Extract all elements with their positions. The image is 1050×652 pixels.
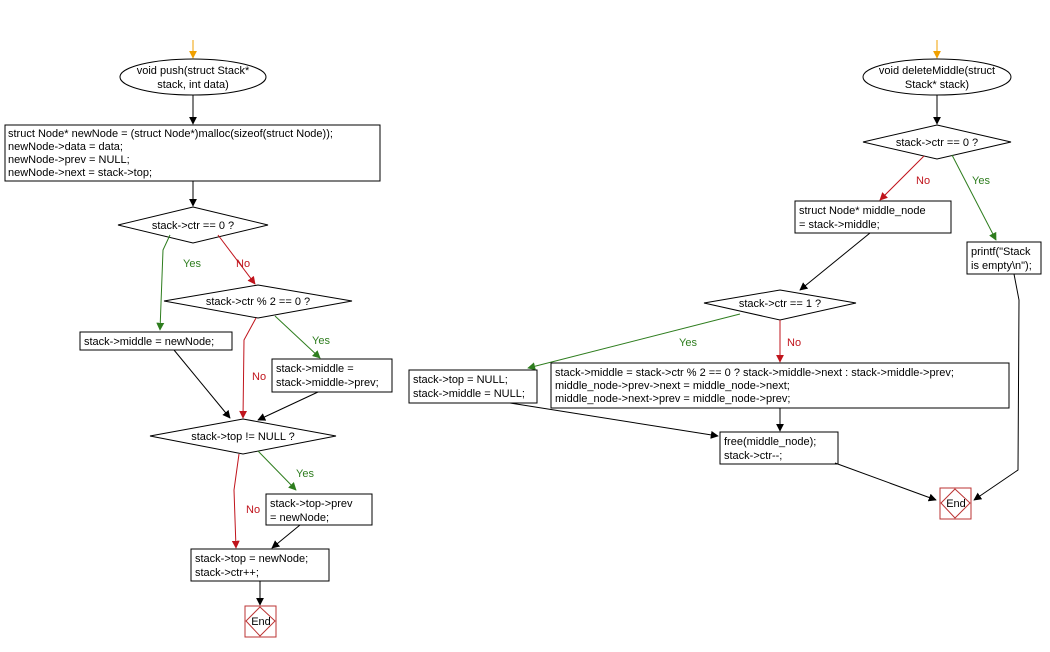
delete-middle-node-line-2: = stack->middle; bbox=[799, 219, 880, 231]
edge-reset-free bbox=[509, 402, 719, 439]
push-start-node: void push(struct Stack* stack, int data) bbox=[119, 58, 267, 96]
push-cond-top-text: stack->top != NULL ? bbox=[191, 431, 295, 443]
delete-cond-empty: stack->ctr == 0 ? bbox=[862, 124, 1012, 160]
edge-cond3-yes bbox=[257, 450, 297, 491]
delete-relink-line-2: middle_node->prev->next = middle_node->n… bbox=[555, 380, 790, 392]
push-final-box: stack->top = newNode; stack->ctr++; bbox=[190, 548, 330, 582]
edge-emptymsg-end bbox=[973, 273, 1020, 501]
delete-reset-line-2: stack->middle = NULL; bbox=[413, 388, 525, 400]
delete-empty-msg-line-1: printf("Stack bbox=[971, 246, 1031, 258]
delete-relink-box: stack->middle = stack->ctr % 2 == 0 ? st… bbox=[550, 362, 1010, 409]
label-cond2-no: No bbox=[252, 371, 266, 383]
delete-end-node: End bbox=[939, 487, 972, 520]
push-set-middle-text: stack->middle = newNode; bbox=[84, 336, 214, 348]
delete-free-line-2: stack->ctr--; bbox=[724, 450, 782, 462]
edge-setprev-final bbox=[271, 524, 301, 549]
delete-empty-msg-line-2: is empty\n"); bbox=[971, 260, 1032, 272]
delete-start-line-1: void deleteMiddle(struct bbox=[879, 65, 995, 77]
edge-cond2-no bbox=[239, 317, 257, 419]
edge-cond1-no bbox=[217, 234, 256, 285]
delete-start-node: void deleteMiddle(struct Stack* stack) bbox=[862, 58, 1012, 96]
delete-middle-node-box: struct Node* middle_node = stack->middle… bbox=[794, 200, 952, 234]
label-dcond2-no: No bbox=[787, 337, 801, 349]
edge-cond3-no bbox=[231, 453, 240, 549]
delete-end-text: End bbox=[946, 498, 966, 510]
delete-cond-single: stack->ctr == 1 ? bbox=[703, 289, 857, 321]
push-cond-empty: stack->ctr == 0 ? bbox=[117, 206, 269, 244]
label-dcond1-yes: Yes bbox=[972, 175, 990, 187]
push-start-line-2: stack, int data) bbox=[157, 79, 229, 91]
push-cond-even-text: stack->ctr % 2 == 0 ? bbox=[206, 296, 310, 308]
edge-movemiddle-cond3 bbox=[257, 391, 319, 421]
push-set-middle-box: stack->middle = newNode; bbox=[79, 331, 233, 351]
edge-dcond1-no bbox=[879, 155, 925, 201]
push-init-line-1: struct Node* newNode = (struct Node*)mal… bbox=[8, 128, 333, 140]
label-dcond1-no: No bbox=[916, 175, 930, 187]
delete-relink-line-1: stack->middle = stack->ctr % 2 == 0 ? st… bbox=[555, 367, 954, 379]
delete-reset-line-1: stack->top = NULL; bbox=[413, 374, 508, 386]
label-cond1-no: No bbox=[236, 258, 250, 270]
edge-setmiddle-cond3 bbox=[173, 349, 231, 419]
push-cond-empty-text: stack->ctr == 0 ? bbox=[152, 220, 234, 232]
push-end-node: End bbox=[244, 605, 277, 638]
push-end-text: End bbox=[251, 616, 271, 628]
edge-middlenode-cond2 bbox=[799, 232, 871, 291]
push-set-prev-line-2: = newNode; bbox=[270, 512, 329, 524]
edge-dcond1-yes bbox=[951, 154, 997, 241]
edge-free-end bbox=[834, 462, 937, 502]
delete-reset-box: stack->top = NULL; stack->middle = NULL; bbox=[408, 369, 538, 404]
push-final-line-2: stack->ctr++; bbox=[195, 567, 259, 579]
label-cond3-yes: Yes bbox=[296, 468, 314, 480]
push-set-prev-box: stack->top->prev = newNode; bbox=[265, 493, 373, 526]
push-move-middle-line-1: stack->middle = bbox=[276, 363, 354, 375]
push-set-prev-line-1: stack->top->prev bbox=[270, 498, 353, 510]
push-final-line-1: stack->top = newNode; bbox=[195, 553, 308, 565]
delete-cond-empty-text: stack->ctr == 0 ? bbox=[896, 137, 978, 149]
push-start-line-1: void push(struct Stack* bbox=[137, 65, 250, 77]
delete-relink-line-3: middle_node->next->prev = middle_node->p… bbox=[555, 393, 790, 405]
push-move-middle-line-2: stack->middle->prev; bbox=[276, 377, 379, 389]
delete-empty-msg-box: printf("Stack is empty\n"); bbox=[966, 241, 1042, 275]
delete-free-line-1: free(middle_node); bbox=[724, 436, 816, 448]
delete-cond-single-text: stack->ctr == 1 ? bbox=[739, 298, 821, 310]
push-init-box: struct Node* newNode = (struct Node*)mal… bbox=[4, 124, 381, 182]
push-init-line-2: newNode->data = data; bbox=[8, 141, 123, 153]
label-cond2-yes: Yes bbox=[312, 335, 330, 347]
push-cond-even: stack->ctr % 2 == 0 ? bbox=[163, 284, 353, 319]
delete-start-line-2: Stack* stack) bbox=[905, 79, 969, 91]
label-cond1-yes: Yes bbox=[183, 258, 201, 270]
label-dcond2-yes: Yes bbox=[679, 337, 697, 349]
edge-dcond2-yes bbox=[527, 313, 741, 371]
push-init-line-4: newNode->next = stack->top; bbox=[8, 167, 152, 179]
push-move-middle-box: stack->middle = stack->middle->prev; bbox=[271, 358, 393, 393]
label-cond3-no: No bbox=[246, 504, 260, 516]
delete-free-box: free(middle_node); stack->ctr--; bbox=[719, 431, 839, 465]
edge-cond1-yes bbox=[156, 234, 171, 331]
delete-middle-node-line-1: struct Node* middle_node bbox=[799, 205, 926, 217]
push-cond-top: stack->top != NULL ? bbox=[149, 418, 337, 455]
edge-cond2-yes bbox=[274, 315, 321, 359]
push-init-line-3: newNode->prev = NULL; bbox=[8, 154, 130, 166]
